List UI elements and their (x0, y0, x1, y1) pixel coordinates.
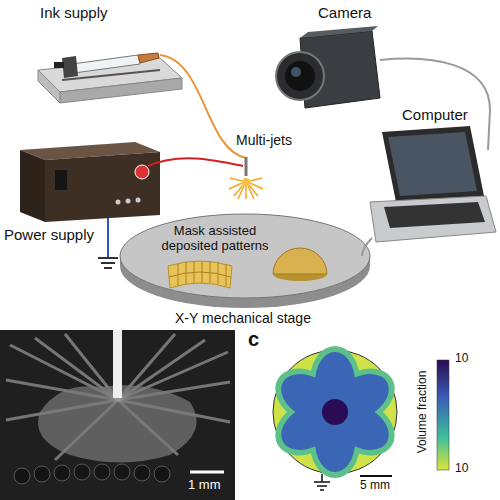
jet (230, 178, 242, 181)
camera (276, 26, 380, 108)
photo-ground (0, 330, 235, 500)
cone-tip (74, 464, 90, 480)
scale-label: 1 mm (188, 478, 221, 493)
axis-label: Volume fraction (416, 371, 430, 454)
laptop-cable (362, 238, 372, 256)
center-region (309, 386, 361, 438)
volume-fraction-map (265, 346, 449, 490)
terminal (116, 200, 121, 205)
ink-tube (160, 55, 246, 158)
plunger-block (62, 56, 78, 78)
laptop (370, 126, 496, 242)
tick-label: 10 (455, 352, 468, 366)
center-dot (322, 399, 348, 425)
tick-label: 10 (455, 462, 468, 476)
part-label: X-Y mechanical stage (175, 310, 311, 326)
pump-side (60, 78, 182, 103)
stage-top (120, 214, 370, 298)
petals (273, 352, 397, 472)
pump-side (38, 70, 60, 103)
laptop-base (370, 196, 496, 242)
supply-front (45, 152, 160, 222)
laptop-screen (382, 126, 484, 202)
lens-glint (291, 67, 301, 77)
terminal (126, 199, 131, 204)
ground-wire (98, 218, 118, 268)
jet (245, 186, 247, 199)
jet-core (242, 178, 250, 186)
jet (248, 186, 254, 199)
supply-switch (55, 170, 67, 190)
part-label: Ink supply (40, 4, 108, 21)
ground-symbol (98, 258, 118, 268)
camera-top (300, 26, 378, 38)
multi-jets (229, 178, 263, 199)
cone-tip (134, 465, 150, 481)
laptop-keyboard (384, 202, 485, 228)
cone-tips (14, 464, 170, 484)
cone-tip (94, 464, 110, 480)
wire (107, 218, 109, 258)
ground-symbol (314, 474, 330, 490)
colorbar (437, 360, 449, 470)
part-label: Computer (402, 106, 468, 123)
supply-knob (135, 165, 149, 179)
needle (245, 157, 248, 176)
laptop-display (388, 132, 477, 196)
part-label: Multi-jets (236, 132, 292, 148)
jet (250, 183, 263, 189)
high-voltage-wire (148, 158, 243, 166)
jet (250, 178, 262, 181)
scale-label: 5 mm (360, 479, 390, 493)
mask-pattern (168, 261, 232, 288)
cone-tip (34, 466, 50, 482)
jet-photo (0, 330, 235, 500)
petal-rims (265, 346, 404, 478)
needle (113, 330, 122, 398)
terminal (136, 198, 141, 203)
syringe-barrel (72, 55, 140, 73)
pump-knob (54, 62, 64, 68)
scale-bar (190, 471, 224, 474)
part-label: Mask assisted deposited patterns (155, 224, 275, 254)
cone-tip (154, 466, 170, 482)
cone-tip (54, 465, 70, 481)
dome-pattern (273, 248, 327, 274)
part-label: Camera (318, 4, 371, 21)
scale-bar (360, 475, 392, 477)
panel-letter: c (248, 328, 259, 351)
power-supply (20, 142, 160, 222)
syringe-tip (138, 53, 159, 63)
jet (229, 183, 242, 189)
cone-tip (14, 468, 30, 484)
jet (238, 186, 244, 199)
syringe-pump (38, 53, 182, 103)
cone-tip (114, 464, 130, 480)
part-label: Power supply (4, 226, 94, 243)
camera-lens (285, 61, 315, 91)
camera-lens (276, 52, 324, 100)
supply-side (20, 150, 45, 222)
mask-grid (169, 261, 231, 286)
xy-stage (120, 214, 370, 308)
